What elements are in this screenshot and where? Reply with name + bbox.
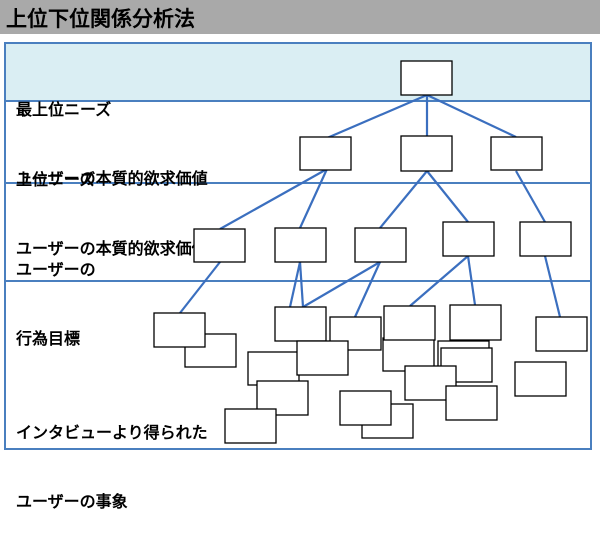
node-box: [400, 60, 453, 96]
node-box: [354, 227, 407, 263]
node-box: [514, 361, 567, 397]
connector-line: [179, 261, 221, 314]
node-box: [449, 304, 502, 341]
node-box: [153, 312, 206, 348]
node-box: [296, 340, 349, 376]
node-box: [299, 136, 352, 171]
connector-line: [466, 255, 477, 306]
connector-line: [515, 170, 546, 223]
level-label-line: ユーザーの: [16, 260, 96, 279]
level-label-line: ユーザーの本質的欲求価値: [16, 239, 208, 258]
title-bar: 上位下位関係分析法: [0, 0, 600, 34]
node-box: [445, 385, 498, 421]
node-box: [339, 390, 392, 426]
node-box: [519, 221, 572, 257]
level-label-top-needs: 最上位ニーズ ユーザーの本質的欲求価値: [16, 52, 208, 213]
node-box: [442, 221, 495, 257]
node-box: [247, 351, 300, 386]
node-box: [193, 228, 246, 263]
connector-line: [543, 255, 562, 318]
connector-line: [219, 168, 328, 230]
connector-line: [288, 261, 302, 308]
node-box: [224, 408, 277, 444]
level-label-action-goals: ユーザーの 行為目標: [16, 212, 96, 373]
hierarchy-diagram: [153, 60, 588, 444]
connector-line: [426, 170, 469, 223]
node-box: [274, 227, 327, 263]
connector-line: [298, 261, 305, 308]
connector-line: [379, 170, 428, 229]
node-box: [274, 306, 327, 342]
diagram-title: 上位下位関係分析法: [6, 7, 195, 31]
connector-line: [426, 94, 517, 138]
level-label-line: インタビューより得られた: [16, 423, 208, 442]
level-label-line: 最上位ニーズ: [16, 100, 112, 119]
level-label-line: 上位ニーズ: [16, 170, 96, 189]
connector-lines: [179, 93, 562, 318]
node-box: [490, 136, 543, 171]
level-label-line: ユーザーの事象: [16, 492, 128, 511]
level-label-line: 行為目標: [16, 329, 81, 348]
connector-line: [409, 255, 469, 307]
node-box: [383, 305, 436, 341]
node-box: [535, 316, 588, 352]
connector-line: [298, 168, 329, 229]
connector-line: [326, 93, 428, 140]
connector-line: [353, 261, 382, 318]
level-label-line: ユーザーの本質的欲求価値: [16, 169, 208, 188]
node-box: [400, 135, 453, 172]
nodes: [153, 60, 588, 444]
level-label-upper-needs: 上位ニーズ ユーザーの本質的欲求価値: [16, 122, 208, 283]
connector-line: [302, 261, 381, 308]
